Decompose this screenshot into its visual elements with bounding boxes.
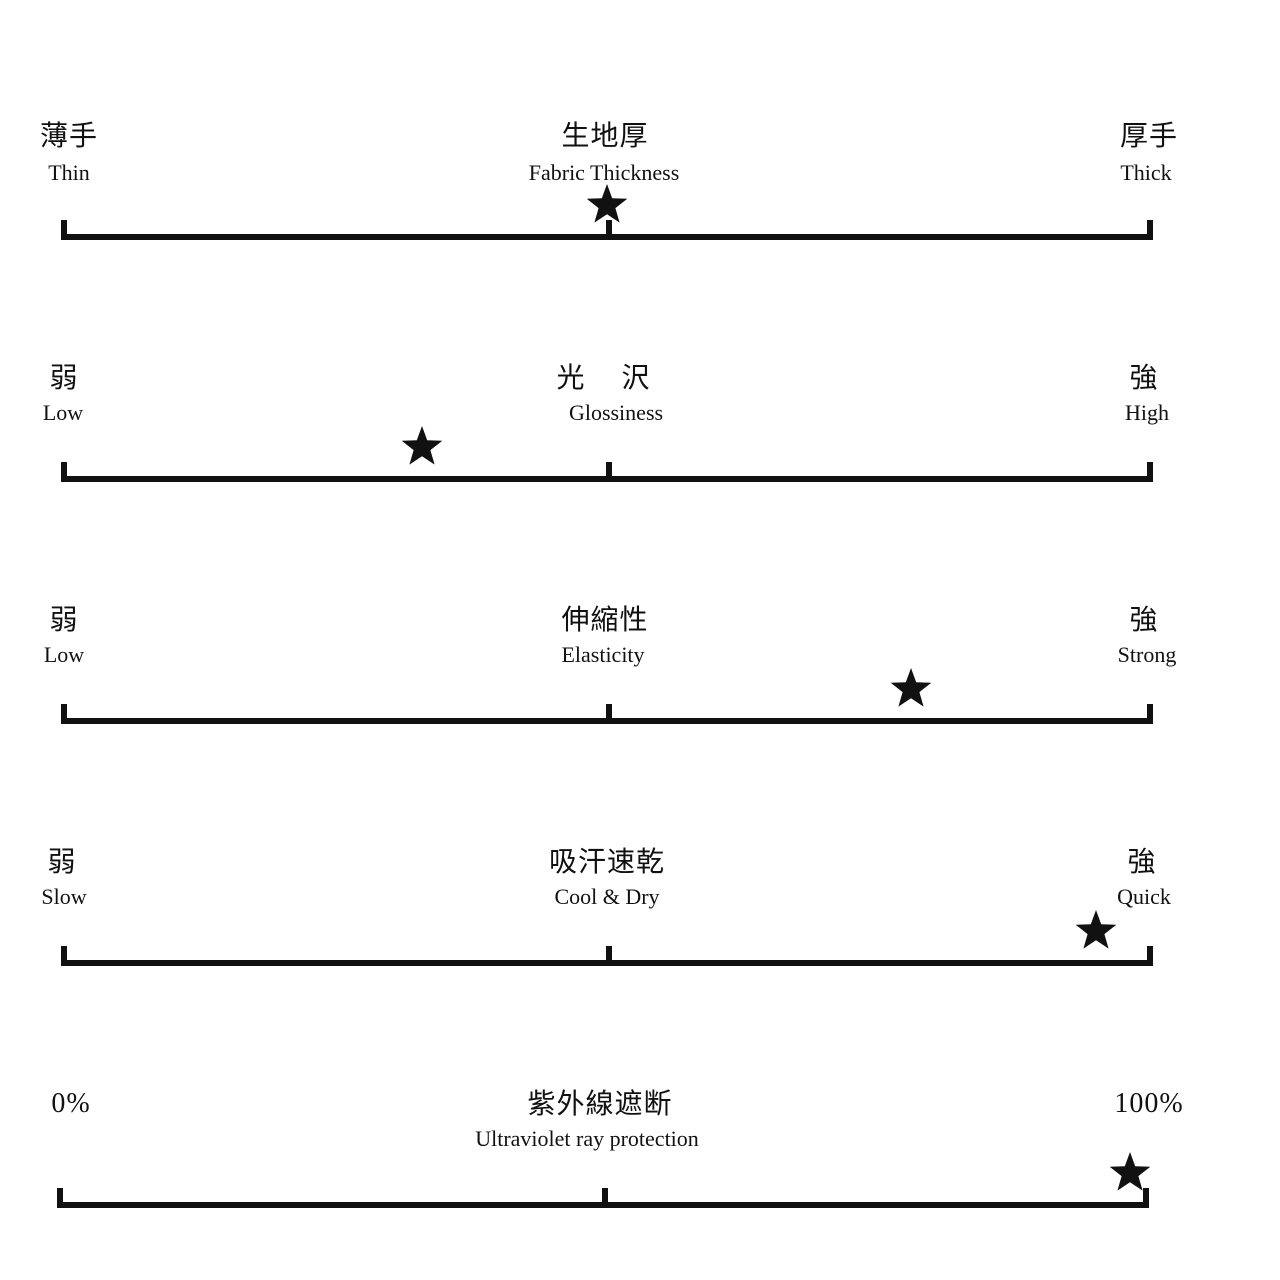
scale-tick-left — [61, 704, 67, 724]
scale-tick-center — [606, 462, 612, 482]
title-jp: 紫外線遮断 — [527, 1087, 673, 1120]
left-label-jp: 弱 — [49, 603, 79, 636]
right-label-percent: 100% — [1114, 1088, 1184, 1119]
right-label-jp: 厚手 — [1119, 119, 1179, 152]
star-icon — [889, 666, 933, 710]
left-label-percent: 0% — [51, 1088, 91, 1119]
scale-fabric-thickness: 薄手 Thin 生地厚 Fabric Thickness 厚手 Thick — [0, 110, 1280, 310]
scale-glossiness: 弱 Low 光 沢 Glossiness 強 High — [0, 352, 1280, 552]
title-en: Elasticity — [561, 642, 645, 667]
star-icon — [1108, 1150, 1152, 1194]
right-label-en: Thick — [1120, 160, 1172, 185]
title-en: Fabric Thickness — [528, 160, 680, 185]
right-label-en: Quick — [1117, 884, 1171, 909]
title-en: Cool & Dry — [554, 884, 660, 909]
left-label-en: Low — [42, 400, 84, 425]
scale-tick-center — [602, 1188, 608, 1208]
star-icon — [1074, 908, 1118, 952]
left-label-en: Thin — [48, 160, 90, 185]
right-label-jp: 強 — [1129, 361, 1159, 394]
title-jp: 伸縮性 — [561, 603, 649, 636]
star-icon — [585, 182, 629, 226]
scale-uv-protection: 0% 紫外線遮断 Ultraviolet ray protection 100% — [0, 1078, 1280, 1278]
right-label-jp: 強 — [1129, 603, 1159, 636]
title-en: Ultraviolet ray protection — [475, 1126, 699, 1151]
scale-elasticity: 弱 Low 伸縮性 Elasticity 強 Strong — [0, 594, 1280, 794]
scale-tick-center — [606, 220, 612, 240]
scale-tick-left — [57, 1188, 63, 1208]
scale-tick-right — [1147, 704, 1153, 724]
scale-tick-center — [606, 704, 612, 724]
right-label-jp: 強 — [1127, 845, 1157, 878]
title-jp: 光 沢 — [556, 361, 664, 394]
scale-tick-left — [61, 946, 67, 966]
right-label-en: Strong — [1117, 642, 1177, 667]
star-icon — [400, 424, 444, 468]
scale-tick-left — [61, 220, 67, 240]
left-label-jp: 弱 — [47, 845, 77, 878]
title-jp: 吸汗速乾 — [548, 845, 666, 878]
left-label-en: Low — [43, 642, 85, 667]
scale-tick-right — [1143, 1188, 1149, 1208]
scale-tick-right — [1147, 946, 1153, 966]
scale-tick-right — [1147, 220, 1153, 240]
title-jp: 生地厚 — [561, 119, 649, 152]
left-label-jp: 薄手 — [39, 119, 99, 152]
scale-cool-dry: 弱 Slow 吸汗速乾 Cool & Dry 強 Quick — [0, 836, 1280, 1036]
scale-tick-right — [1147, 462, 1153, 482]
scale-tick-center — [606, 946, 612, 966]
left-label-en: Slow — [41, 884, 87, 909]
title-en: Glossiness — [568, 400, 664, 425]
scale-tick-left — [61, 462, 67, 482]
left-label-jp: 弱 — [49, 361, 79, 394]
right-label-en: High — [1125, 400, 1169, 425]
